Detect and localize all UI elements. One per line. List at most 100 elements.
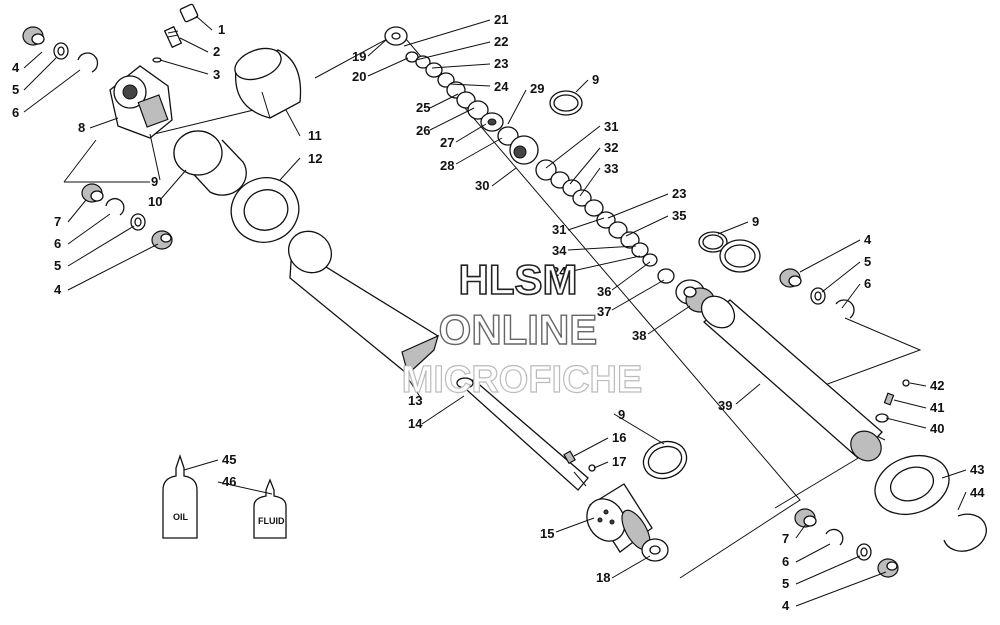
leader-line-12 <box>279 157 301 181</box>
leader-line-14 <box>421 395 465 425</box>
callout-10: 10 <box>148 194 162 209</box>
callout-5: 5 <box>782 576 789 591</box>
callout-35: 35 <box>672 208 686 223</box>
bushing-part-7-right <box>794 508 817 528</box>
leader-line-35 <box>625 215 669 237</box>
leader-line-4 <box>799 239 861 273</box>
bushing-part-4-lower <box>877 558 899 578</box>
leader-line-4 <box>23 51 43 69</box>
callout-28: 28 <box>440 158 454 173</box>
callout-18: 18 <box>596 570 610 585</box>
callout-19: 19 <box>352 49 366 64</box>
watermark-line-1: HLSM <box>459 256 578 303</box>
leader-line-5 <box>23 57 57 91</box>
washer-part-5-left <box>130 213 146 231</box>
callout-20: 20 <box>352 69 366 84</box>
callout-6: 6 <box>54 236 61 251</box>
shock-body-part-13 <box>287 230 440 376</box>
ball-part-42 <box>902 379 910 387</box>
callout-44: 44 <box>970 485 985 500</box>
callout-17: 17 <box>612 454 626 469</box>
leader-line-38 <box>647 305 691 335</box>
callout-34: 34 <box>552 243 567 258</box>
callout-4: 4 <box>864 232 872 247</box>
fluid-bottle-part-46: FLUID <box>253 478 287 539</box>
callout-12: 12 <box>308 151 322 166</box>
spring-seat-part-12 <box>230 177 300 243</box>
bushing-part-4-left <box>151 230 173 250</box>
washer-part-5-right <box>810 287 826 305</box>
leader-line-25 <box>429 93 459 109</box>
oil-label: OIL <box>173 512 189 522</box>
callout-14: 14 <box>408 416 423 431</box>
spacer-part-6-left <box>105 197 125 216</box>
callout-33: 33 <box>604 161 618 176</box>
leader-line-4 <box>795 571 887 607</box>
washer-part-5-lower <box>856 543 872 561</box>
callout-4: 4 <box>782 598 790 613</box>
callout-46: 46 <box>222 474 236 489</box>
leader-line-23 <box>431 63 491 69</box>
leader-line-44 <box>957 491 967 511</box>
leader-line-26 <box>429 107 475 131</box>
callout-9: 9 <box>618 407 625 422</box>
leader-line-39 <box>735 383 761 405</box>
callout-4: 4 <box>12 60 20 75</box>
callout-24: 24 <box>494 79 509 94</box>
callout-labels: 1234568910111276541920212223242526272829… <box>12 12 985 613</box>
leader-line-6 <box>795 543 831 563</box>
leader-line-9 <box>717 221 749 235</box>
leader-line-31 <box>567 217 605 231</box>
callout-9: 9 <box>151 174 158 189</box>
reservoir-cover-part-11 <box>234 47 302 119</box>
leader-line-9 <box>149 133 161 181</box>
pin-part-16 <box>563 450 576 465</box>
leader-line-3 <box>159 59 209 75</box>
schrader-valve-part-2 <box>163 25 183 49</box>
leader-line-42 <box>909 382 927 387</box>
reservoir-body-part-8 <box>109 65 173 139</box>
spacer-part-6-top <box>77 52 99 73</box>
leader-line-33 <box>579 167 601 197</box>
callout-5: 5 <box>12 82 19 97</box>
leader-line-17 <box>593 461 609 469</box>
callout-22: 22 <box>494 34 508 49</box>
leader-line-20 <box>367 57 409 77</box>
callout-3: 3 <box>213 67 220 82</box>
leader-line-7 <box>795 523 807 539</box>
leader-line-23 <box>607 193 669 219</box>
valve-cap-part-1 <box>179 3 199 23</box>
seal-head-part-15 <box>586 483 653 553</box>
leader-line-5 <box>67 225 135 267</box>
callout-43: 43 <box>970 462 984 477</box>
leader-line-29 <box>507 89 527 125</box>
leader-line-15 <box>555 517 595 533</box>
bushing-part-4-top <box>22 26 45 46</box>
callout-13: 13 <box>408 393 422 408</box>
o-ring-part-29 <box>549 90 583 116</box>
reservoir-tube-part-39 <box>700 295 883 462</box>
callout-1: 1 <box>218 22 225 37</box>
fluid-label: FLUID <box>258 516 285 526</box>
leader-line-46 <box>217 481 273 495</box>
leader-line-1 <box>195 15 213 31</box>
washer-part-5-top <box>53 42 69 60</box>
leader-line-6 <box>841 283 861 309</box>
callout-27: 27 <box>440 135 454 150</box>
callout-36: 36 <box>597 284 611 299</box>
spacer-part-6-lower <box>825 528 844 546</box>
o-rings-part-9-right <box>698 231 761 273</box>
leader-line-30 <box>491 167 517 187</box>
callout-31: 31 <box>552 222 566 237</box>
shim-stack-upper <box>384 26 557 181</box>
oil-bottle-part-45: OIL <box>162 453 198 539</box>
callout-7: 7 <box>54 214 61 229</box>
callout-32: 32 <box>604 140 618 155</box>
leader-line-6 <box>67 213 111 245</box>
leader-line-31 <box>545 125 601 169</box>
callout-29: 29 <box>530 81 544 96</box>
callout-5: 5 <box>864 254 871 269</box>
leader-line-9 <box>575 79 589 93</box>
leader-line-10 <box>159 169 187 201</box>
shim-stack-lower <box>550 171 675 284</box>
